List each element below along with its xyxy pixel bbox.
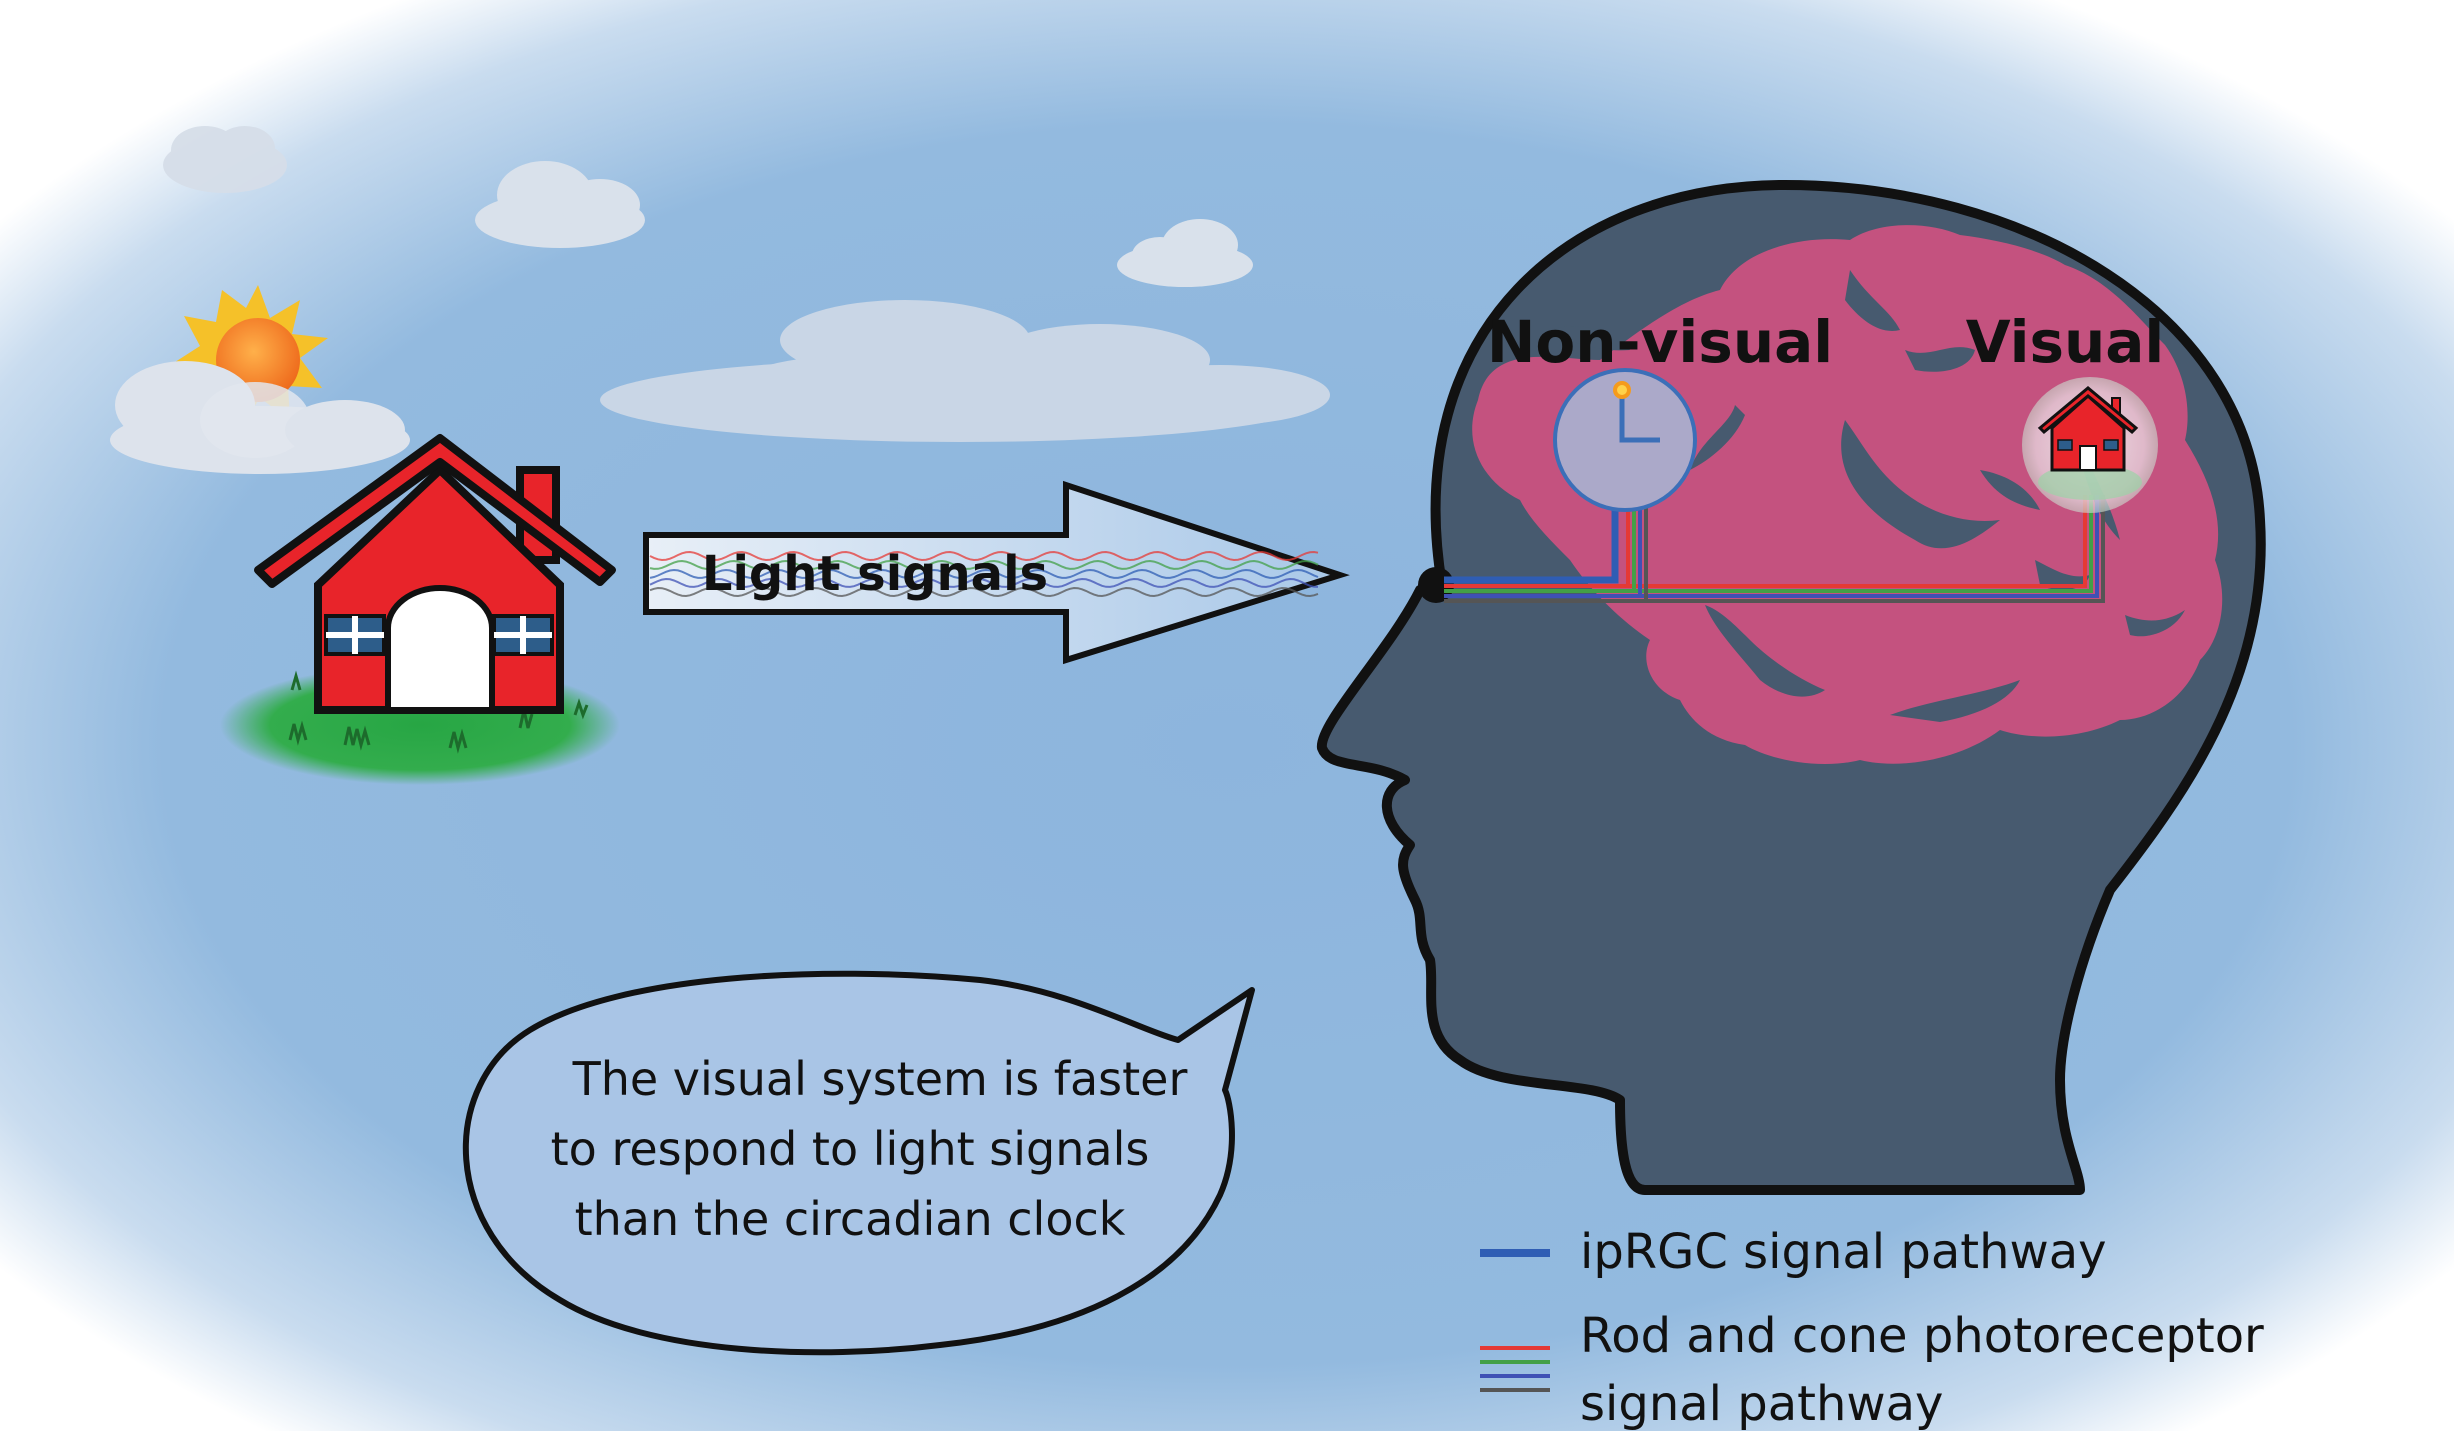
rod-cone-pathway-blue <box>1444 495 2099 598</box>
cloud-icon <box>475 161 645 248</box>
light-wave-line <box>649 577 1319 588</box>
non-visual-label: Non-visual <box>1487 308 1833 376</box>
visual-label: Visual <box>1966 308 2165 376</box>
grass-tuft <box>288 670 589 754</box>
rod-cone-pathway-green <box>1444 495 2093 593</box>
light-wave-line <box>649 568 1319 579</box>
cloud-icon <box>110 361 410 474</box>
light-signals-arrow: Light signals <box>643 480 1350 665</box>
light-wave-line <box>649 550 1319 562</box>
legend: ipRGC signal pathway Rod and cone photor… <box>1480 1224 2264 1431</box>
legend-rod-cone-label-line-2: signal pathway <box>1580 1376 1943 1431</box>
legend-rod-cone-label-line-1: Rod and cone photoreceptor <box>1580 1308 2264 1364</box>
cloud-icon <box>163 126 287 193</box>
speech-bubble-line-3: than the circadian clock <box>575 1192 1126 1246</box>
light-wave-line <box>649 559 1319 570</box>
cloud-icon <box>1117 219 1253 287</box>
brain-shape <box>1472 225 2223 765</box>
iprgc-pathway <box>1444 508 1619 584</box>
speech-bubble-line-2: to respond to light signals <box>551 1122 1150 1176</box>
rod-cone-pathway-gray <box>1444 495 2105 603</box>
signal-pathways <box>1444 495 2105 603</box>
clock-icon <box>1553 368 1697 512</box>
visual-house-icon <box>2022 377 2158 513</box>
speech-bubble <box>462 970 1255 1356</box>
cloud-icon <box>600 300 1330 442</box>
light-wave-line <box>649 586 1319 598</box>
house-icon <box>254 434 616 714</box>
legend-iprgc-label: ipRGC signal pathway <box>1580 1224 2107 1280</box>
light-signals-label: Light signals <box>702 546 1048 602</box>
speech-bubble-line-1: The visual system is faster <box>572 1052 1188 1106</box>
rod-cone-pathway-red <box>1444 495 2087 588</box>
